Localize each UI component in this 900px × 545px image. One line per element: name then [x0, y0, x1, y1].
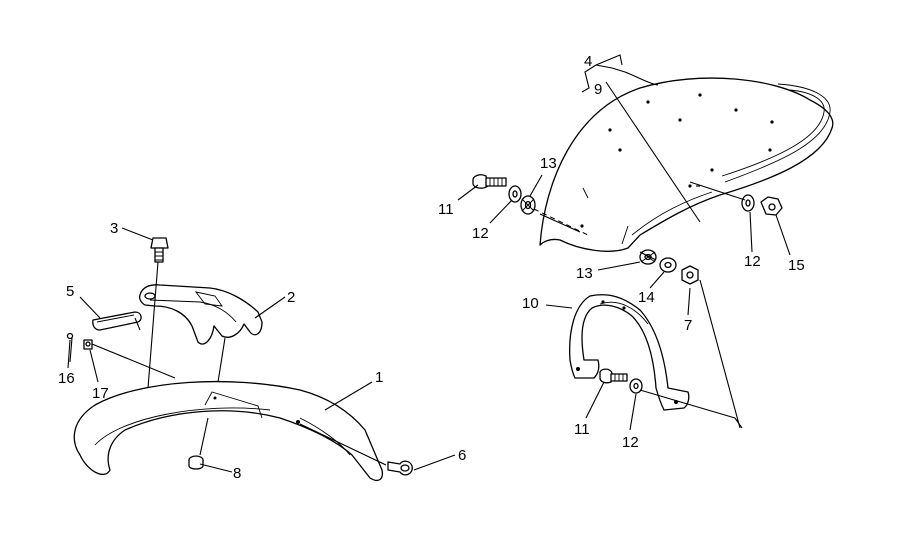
callout-11-lower: 11 [574, 421, 590, 438]
callout-15: 15 [788, 257, 805, 274]
callout-13-lower: 13 [576, 265, 593, 282]
washer-12-right [741, 194, 755, 212]
washer-14 [659, 257, 677, 273]
nut-15 [760, 196, 783, 216]
nut-7 [681, 265, 699, 285]
front-mudguard [73, 380, 384, 481]
screw-16 [66, 332, 74, 340]
lockwasher-13-upper [520, 195, 536, 215]
callout-6: 6 [458, 447, 466, 464]
callout-5: 5 [66, 283, 74, 300]
callout-10: 10 [522, 295, 539, 312]
washer-12-upper [508, 185, 522, 203]
mudguard-stay-10 [569, 294, 690, 411]
stud-8 [188, 455, 204, 470]
lockwasher-13-lower [639, 249, 657, 265]
callout-1: 1 [375, 369, 383, 386]
callout-2: 2 [287, 289, 295, 306]
callout-13-upper: 13 [540, 155, 557, 172]
callout-16: 16 [58, 370, 75, 387]
callout-14: 14 [638, 289, 655, 306]
washer-12-lower [629, 378, 643, 394]
eye-bolt-6 [387, 460, 413, 476]
callout-3: 3 [110, 220, 118, 237]
bolt-3 [150, 237, 169, 263]
fork-bracket [139, 284, 263, 345]
bolt-11-lower [599, 368, 628, 384]
callout-4: 4 [584, 53, 592, 70]
leader-lines [67, 54, 791, 473]
callout-12-upper: 12 [472, 225, 489, 242]
callout-8: 8 [233, 465, 241, 482]
callout-labels: 1 2 3 4 5 6 7 8 9 10 11 11 12 12 12 13 1… [58, 53, 805, 482]
callout-9: 9 [594, 81, 602, 98]
callout-12-right: 12 [744, 253, 761, 270]
callout-7: 7 [684, 317, 692, 334]
bolt-11-upper [472, 174, 507, 189]
rear-mudguard [539, 77, 834, 252]
callout-11-upper: 11 [438, 201, 454, 218]
callout-17: 17 [92, 385, 109, 402]
wire-clip-5 [92, 311, 142, 331]
spacer-17 [83, 339, 93, 350]
callout-12-lower: 12 [622, 434, 639, 451]
